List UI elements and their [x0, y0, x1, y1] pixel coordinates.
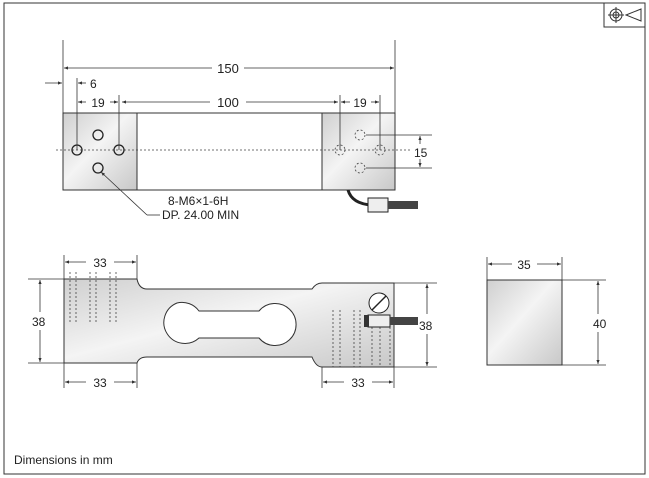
- end-view: 35 40: [486, 257, 607, 366]
- hidden-holes: [334, 129, 386, 174]
- dim-33-top: 33: [93, 256, 107, 270]
- dim-6: 6: [90, 77, 97, 91]
- cable: [346, 189, 418, 213]
- cable-gland-icon: [364, 292, 418, 328]
- top-view: 150 6 19 100 19 15 8-M6×1-6H DP. 24.00 M…: [45, 40, 432, 222]
- dim-33-right: 33: [351, 376, 365, 390]
- hidden-threads-right: [332, 310, 391, 367]
- drawing-frame: [3, 2, 646, 475]
- dim-33-bottom: 33: [93, 376, 107, 390]
- dim-19-right: 19: [353, 96, 367, 110]
- projection-symbol-icon: [603, 2, 646, 28]
- dim-100: 100: [217, 95, 239, 110]
- dim-40: 40: [593, 317, 607, 331]
- dim-38-right: 38: [419, 319, 433, 333]
- dimensions-note: Dimensions in mm: [14, 453, 113, 467]
- thread-depth: DP. 24.00 MIN: [162, 208, 239, 222]
- bending-beam-slot: [163, 301, 297, 346]
- dim-35: 35: [517, 258, 531, 272]
- dim-150: 150: [217, 61, 239, 76]
- dim-15: 15: [414, 146, 428, 160]
- thread-spec: 8-M6×1-6H: [168, 194, 228, 208]
- side-view: 33 38 33 33 38: [28, 255, 437, 390]
- dim-19-left: 19: [91, 96, 105, 110]
- dim-38-left: 38: [32, 315, 46, 329]
- hidden-threads-left: [69, 272, 117, 322]
